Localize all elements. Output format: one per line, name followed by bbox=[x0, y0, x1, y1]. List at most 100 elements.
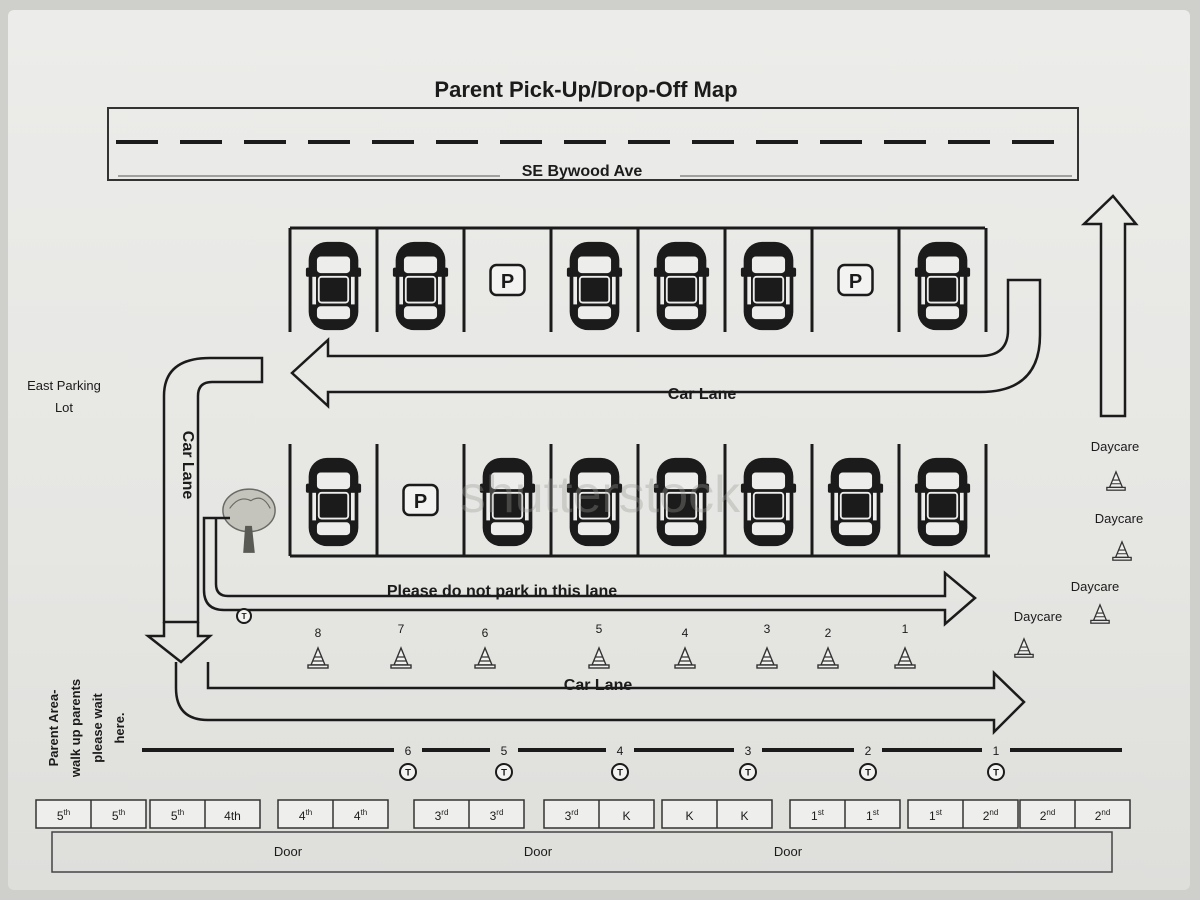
teacher-stop-icon: T bbox=[987, 763, 1005, 781]
door-label: Door bbox=[524, 844, 553, 859]
car-icon bbox=[740, 456, 797, 548]
grade-label: 2nd bbox=[983, 808, 999, 823]
grade-base: 4 bbox=[299, 809, 306, 823]
street-name: SE Bywood Ave bbox=[522, 163, 643, 180]
grade-label: 4th bbox=[354, 808, 367, 823]
car-icon bbox=[653, 240, 710, 332]
car-icon bbox=[392, 240, 449, 332]
car-lane-lower-arrow bbox=[174, 662, 1026, 736]
teacher-stop-icon: T bbox=[495, 763, 513, 781]
car-lane-upper-arrow bbox=[290, 278, 1042, 409]
grade-base: 5 bbox=[112, 809, 119, 823]
teacher-stop-letter: T bbox=[617, 768, 623, 779]
teacher-stop-letter: T bbox=[745, 768, 751, 779]
watermark: shutterstock bbox=[460, 466, 741, 524]
grade-label: 5th bbox=[57, 808, 70, 823]
grade-base: 2 bbox=[1040, 809, 1047, 823]
grade-base: 3 bbox=[435, 809, 442, 823]
cone-number: 8 bbox=[315, 626, 322, 640]
teacher-stop-icon: T bbox=[739, 763, 757, 781]
grade-suffix: th bbox=[306, 808, 313, 817]
teacher-stop-number: 3 bbox=[745, 744, 752, 758]
grade-base: 5 bbox=[171, 809, 178, 823]
grade-base: K bbox=[740, 809, 748, 823]
teacher-stop-icon: T bbox=[399, 763, 417, 781]
grade-label: 5th bbox=[171, 808, 184, 823]
grade-suffix: rd bbox=[496, 808, 503, 817]
parent-area-line-1: Parent Area- bbox=[46, 690, 61, 767]
car-icon bbox=[740, 240, 797, 332]
grade-base: 3 bbox=[490, 809, 497, 823]
car-icon bbox=[305, 240, 362, 332]
tree-icon bbox=[222, 488, 276, 554]
grade-group: 1st 1st bbox=[789, 799, 901, 829]
door-label: Door bbox=[274, 844, 303, 859]
cone-number: 4 bbox=[682, 626, 689, 640]
teacher-stop-number: 4 bbox=[617, 744, 624, 758]
grade-label: 2nd bbox=[1095, 808, 1111, 823]
grade-label: K bbox=[685, 809, 693, 823]
lane-start-marker: T bbox=[236, 608, 252, 624]
teacher-stop-number: 2 bbox=[865, 744, 872, 758]
parent-area-line-3: please wait bbox=[90, 693, 105, 763]
grade-base: 2 bbox=[983, 809, 990, 823]
grade-label: 4th bbox=[224, 809, 241, 823]
teacher-stop-icon: T bbox=[611, 763, 629, 781]
teacher-stop-letter: T bbox=[501, 768, 507, 779]
street-road bbox=[107, 107, 1079, 181]
no-park-lane-arrow bbox=[202, 516, 977, 627]
school-building bbox=[51, 831, 1113, 873]
exit-up-arrow bbox=[1080, 194, 1139, 418]
traffic-cone-icon bbox=[894, 647, 916, 669]
grade-suffix: th bbox=[119, 808, 126, 817]
teacher-stop-number: 1 bbox=[993, 744, 1000, 758]
car-lane-left-label: Car Lane bbox=[179, 431, 196, 500]
map-title: Parent Pick-Up/Drop-Off Map bbox=[434, 77, 737, 102]
grade-label: 3rd bbox=[490, 808, 504, 823]
teacher-stop-letter: T bbox=[865, 768, 871, 779]
car-lane-lower-label: Car Lane bbox=[564, 677, 633, 694]
car-icon bbox=[827, 456, 884, 548]
car-icon bbox=[914, 240, 971, 332]
grade-label: 3rd bbox=[565, 808, 579, 823]
grade-label: K bbox=[740, 809, 748, 823]
teacher-stop-letter: T bbox=[405, 768, 411, 779]
grade-label: 1st bbox=[811, 808, 825, 823]
grade-suffix: nd bbox=[1101, 808, 1110, 817]
grade-suffix: th bbox=[178, 808, 185, 817]
teacher-stop-number: 5 bbox=[501, 744, 508, 758]
grade-suffix: th bbox=[64, 808, 71, 817]
grade-suffix: th bbox=[361, 808, 368, 817]
daycare-label: Daycare bbox=[1014, 609, 1062, 624]
east-parking-label-1: East Parking bbox=[27, 378, 101, 393]
grade-base: 1 bbox=[811, 809, 818, 823]
grade-base: 1 bbox=[866, 809, 873, 823]
daycare-label: Daycare bbox=[1095, 511, 1143, 526]
cone-number: 7 bbox=[398, 622, 405, 636]
daycare-label: Daycare bbox=[1091, 439, 1139, 454]
parking-sign-icon: P bbox=[837, 263, 874, 297]
traffic-cone-icon bbox=[674, 647, 696, 669]
grade-base: 3 bbox=[565, 809, 572, 823]
cone-number: 5 bbox=[596, 622, 603, 636]
parking-sign-letter: P bbox=[414, 491, 427, 513]
grade-label: 1st bbox=[866, 808, 880, 823]
grade-label: 5th bbox=[112, 808, 125, 823]
grade-suffix: nd bbox=[989, 808, 998, 817]
daycare-label: Daycare bbox=[1071, 579, 1119, 594]
cone-number: 6 bbox=[482, 626, 489, 640]
grade-base: 1 bbox=[929, 809, 936, 823]
car-icon bbox=[566, 240, 623, 332]
teacher-stop-letter: T bbox=[241, 611, 247, 621]
